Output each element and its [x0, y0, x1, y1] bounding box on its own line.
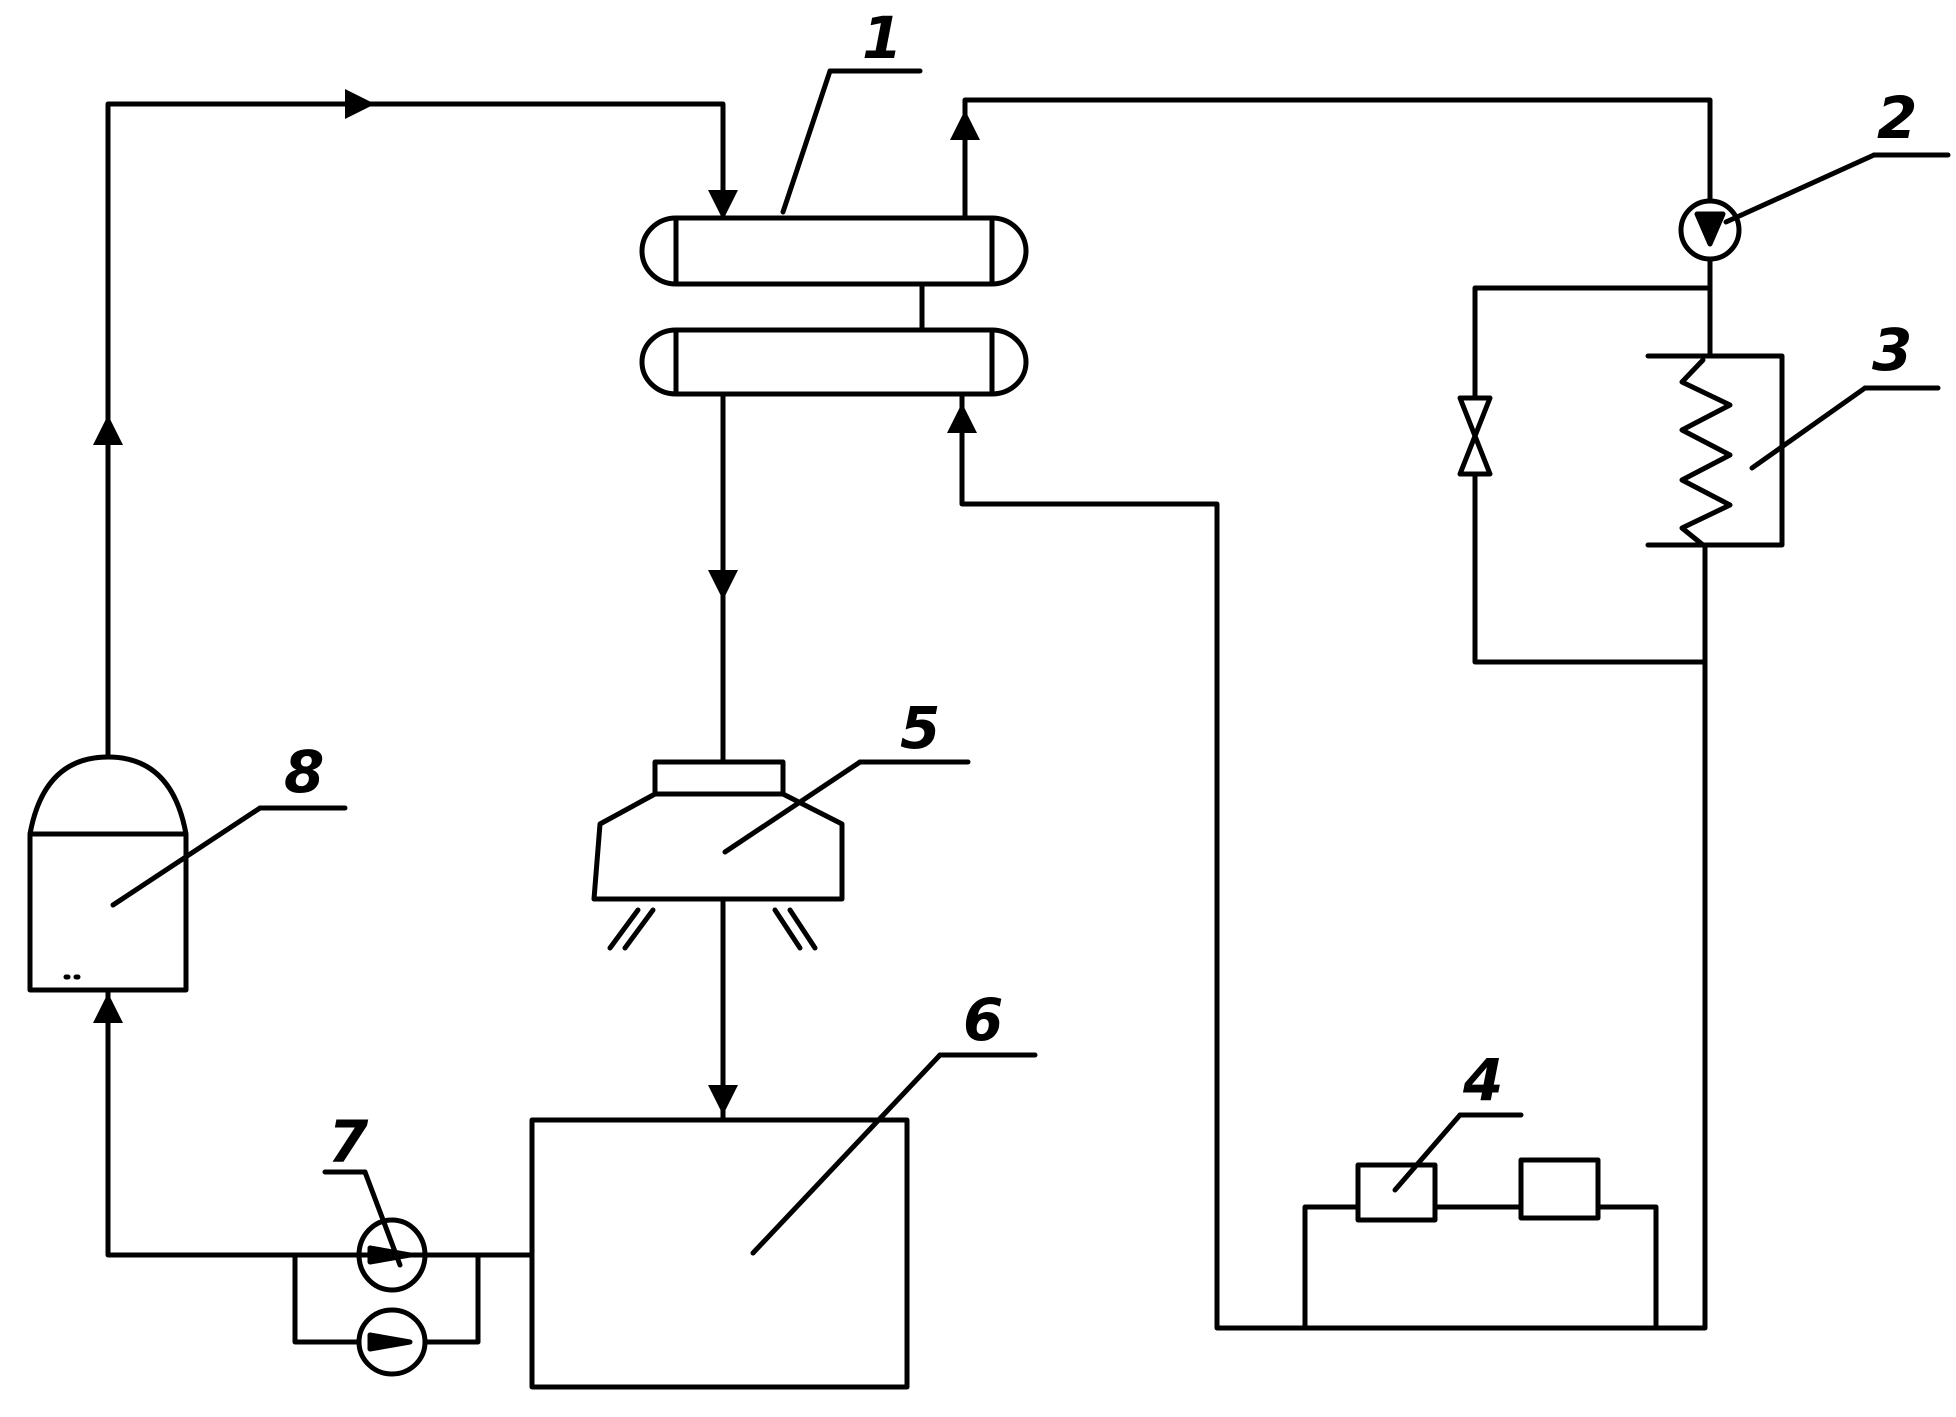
- devices-4: [1302, 1157, 1659, 1331]
- label-4: 4: [1462, 1046, 1503, 1114]
- heater-coil-3: [1645, 353, 1785, 548]
- separator-5: [591, 759, 845, 951]
- piping: [93, 89, 1713, 1345]
- label-7: 7: [328, 1108, 369, 1176]
- heat-exchanger-drums: [639, 215, 1029, 397]
- pump-2: [1678, 198, 1742, 262]
- label-1: 1: [862, 4, 902, 72]
- label-2: 2: [1877, 84, 1917, 152]
- label-6: 6: [963, 986, 1003, 1054]
- bypass-valve: [1457, 285, 1713, 665]
- leader-lines: [110, 68, 1951, 1268]
- label-8: 8: [284, 738, 324, 806]
- tank-6: [529, 1117, 910, 1390]
- label-3: 3: [1872, 316, 1912, 384]
- label-5: 5: [900, 694, 940, 762]
